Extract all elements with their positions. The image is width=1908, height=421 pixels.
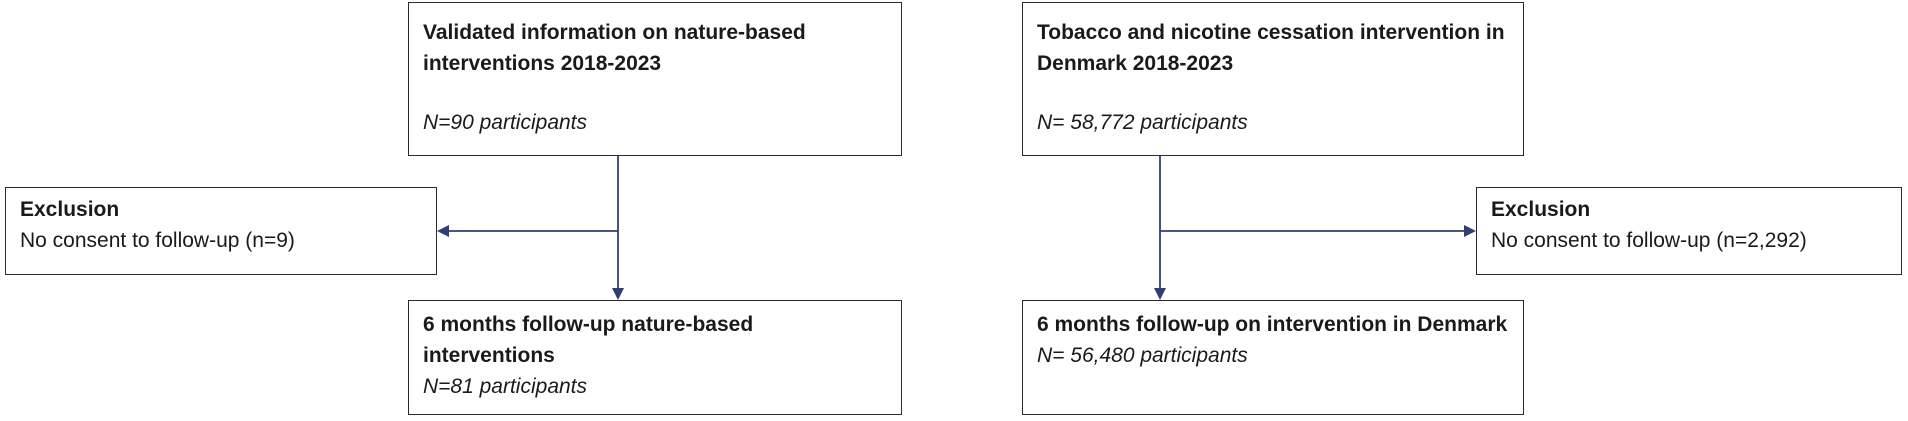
participant-count: N=81 participants xyxy=(423,375,588,398)
cessation-source-box: Tobacco and nicotine cessation intervent… xyxy=(1022,2,1524,156)
cessation-exclusion-box: Exclusion No consent to follow-up (n=2,2… xyxy=(1476,187,1902,275)
box-title: 6 months follow-up nature-based interven… xyxy=(423,313,754,367)
participant-count: N= 56,480 participants xyxy=(1037,344,1248,367)
exclusion-text: No consent to follow-up (n=9) xyxy=(20,229,295,252)
box-title: Tobacco and nicotine cessation intervent… xyxy=(1037,21,1505,75)
box-title: 6 months follow-up on intervention in De… xyxy=(1037,313,1508,336)
exclusion-title: Exclusion xyxy=(1491,198,1591,221)
nature-source-box: Validated information on nature-based in… xyxy=(408,2,902,156)
nature-followup-box: 6 months follow-up nature-based interven… xyxy=(408,300,902,415)
box-title: Validated information on nature-based in… xyxy=(423,21,806,75)
exclusion-title: Exclusion xyxy=(20,198,120,221)
participant-count: N=90 participants xyxy=(423,111,588,134)
nature-exclusion-box: Exclusion No consent to follow-up (n=9) xyxy=(5,187,437,275)
participant-count: N= 58,772 participants xyxy=(1037,111,1248,134)
cessation-followup-box: 6 months follow-up on intervention in De… xyxy=(1022,300,1524,415)
exclusion-text: No consent to follow-up (n=2,292) xyxy=(1491,229,1807,252)
